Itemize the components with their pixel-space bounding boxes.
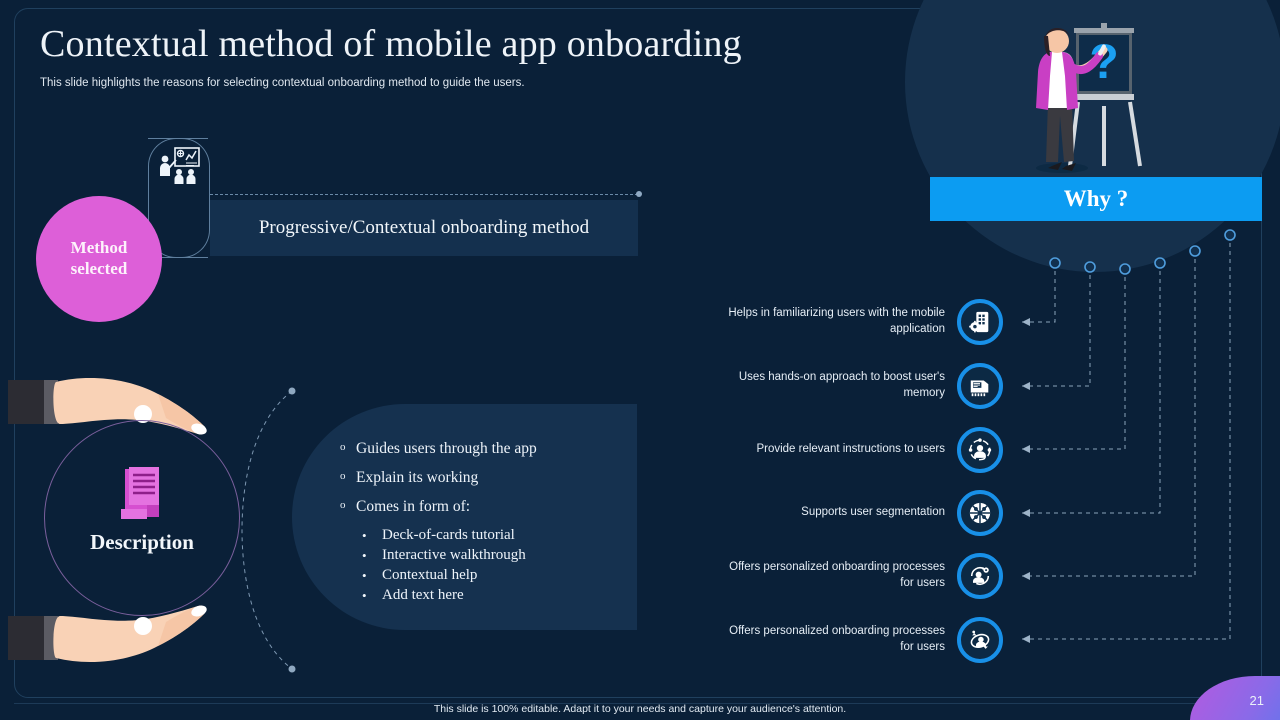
description-sub-bullet-list: • Deck-of-cards tutorial • Interactive w… [362, 527, 640, 605]
bullet-text: Explain its working [356, 469, 479, 486]
why-banner-label: Why ? [1063, 186, 1129, 211]
list-item: • Contextual help [362, 567, 640, 586]
method-icon-bracket-right [148, 138, 210, 258]
segmentation-pie-icon [957, 490, 1003, 536]
bullet-marker: • [362, 567, 367, 583]
method-panel: Progressive/Contextual onboarding method [210, 200, 638, 256]
user-target-icon [957, 427, 1003, 473]
bullet-marker: o [340, 499, 346, 511]
list-item: o Comes in form of: [340, 498, 640, 516]
method-dashed-connector [210, 194, 638, 195]
method-connector-endpoint-dot [636, 191, 642, 197]
list-item: • Interactive walkthrough [362, 547, 640, 566]
document-scroll-icon [117, 467, 167, 523]
hand-bottom-illustration [8, 590, 218, 668]
description-bullet-list: o Guides users through the app o Explain… [340, 440, 640, 606]
building-gear-icon [957, 299, 1003, 345]
reason-row: Uses hands-on approach to boost user's m… [700, 363, 1003, 409]
list-item: • Deck-of-cards tutorial [362, 527, 640, 546]
list-item: o Explain its working [340, 469, 640, 487]
woman-presenting-question-easel-illustration: ? [1000, 16, 1170, 176]
reason-text: Uses hands-on approach to boost user's m… [738, 371, 945, 399]
reason-row: Offers personalized onboarding processes… [700, 617, 1003, 663]
bullet-text: Guides users through the app [356, 440, 537, 457]
reason-text: Supports user segmentation [801, 506, 945, 519]
bullet-text: Comes in form of: [356, 498, 471, 515]
bullet-marker: o [340, 441, 346, 453]
bullet-marker: • [362, 528, 367, 543]
list-item: • Add text here [362, 587, 640, 606]
reason-text: Helps in familiarizing users with the mo… [728, 307, 945, 335]
bullet-text: Deck-of-cards tutorial [382, 527, 515, 543]
reason-text: Offers personalized onboarding processes… [729, 561, 945, 589]
bullet-marker: o [340, 470, 346, 482]
bullet-marker: • [362, 587, 367, 603]
list-item: o Guides users through the app [340, 440, 640, 458]
reason-row: Supports user segmentation [700, 490, 1003, 536]
bullet-marker: • [362, 547, 367, 563]
corner-decoration [1184, 668, 1280, 720]
why-banner: Why ? [930, 177, 1262, 221]
description-circle [44, 420, 240, 616]
bullet-text: Interactive walkthrough [382, 546, 526, 563]
reason-row: Provide relevant instructions to users [700, 427, 1003, 473]
reason-row: Offers personalized onboarding processes… [700, 553, 1003, 599]
method-panel-text: Progressive/Contextual onboarding method [258, 217, 590, 238]
page-title: Contextual method of mobile app onboardi… [40, 23, 742, 65]
user-cycle-icon [957, 617, 1003, 663]
memory-card-icon [957, 363, 1003, 409]
reason-text: Provide relevant instructions to users [756, 443, 945, 456]
bullet-text: Add text here [382, 586, 464, 603]
hand-top-illustration [8, 372, 218, 444]
description-panel [292, 404, 637, 630]
connector-lines [1000, 215, 1280, 655]
training-presentation-icon [155, 146, 201, 186]
footer-note: This slide is 100% editable. Adapt it to… [433, 703, 847, 715]
footer-divider [14, 703, 1244, 704]
page-number: 21 [1249, 693, 1264, 708]
user-settings-icon [957, 553, 1003, 599]
page-subtitle: This slide highlights the reasons for se… [40, 77, 525, 89]
corner-gradient-blob [1190, 676, 1280, 720]
description-label: Description [90, 530, 194, 554]
bullet-text: Contextual help [382, 566, 478, 583]
reason-row: Helps in familiarizing users with the mo… [700, 299, 1003, 345]
reason-text: Offers personalized onboarding processes… [729, 625, 945, 653]
